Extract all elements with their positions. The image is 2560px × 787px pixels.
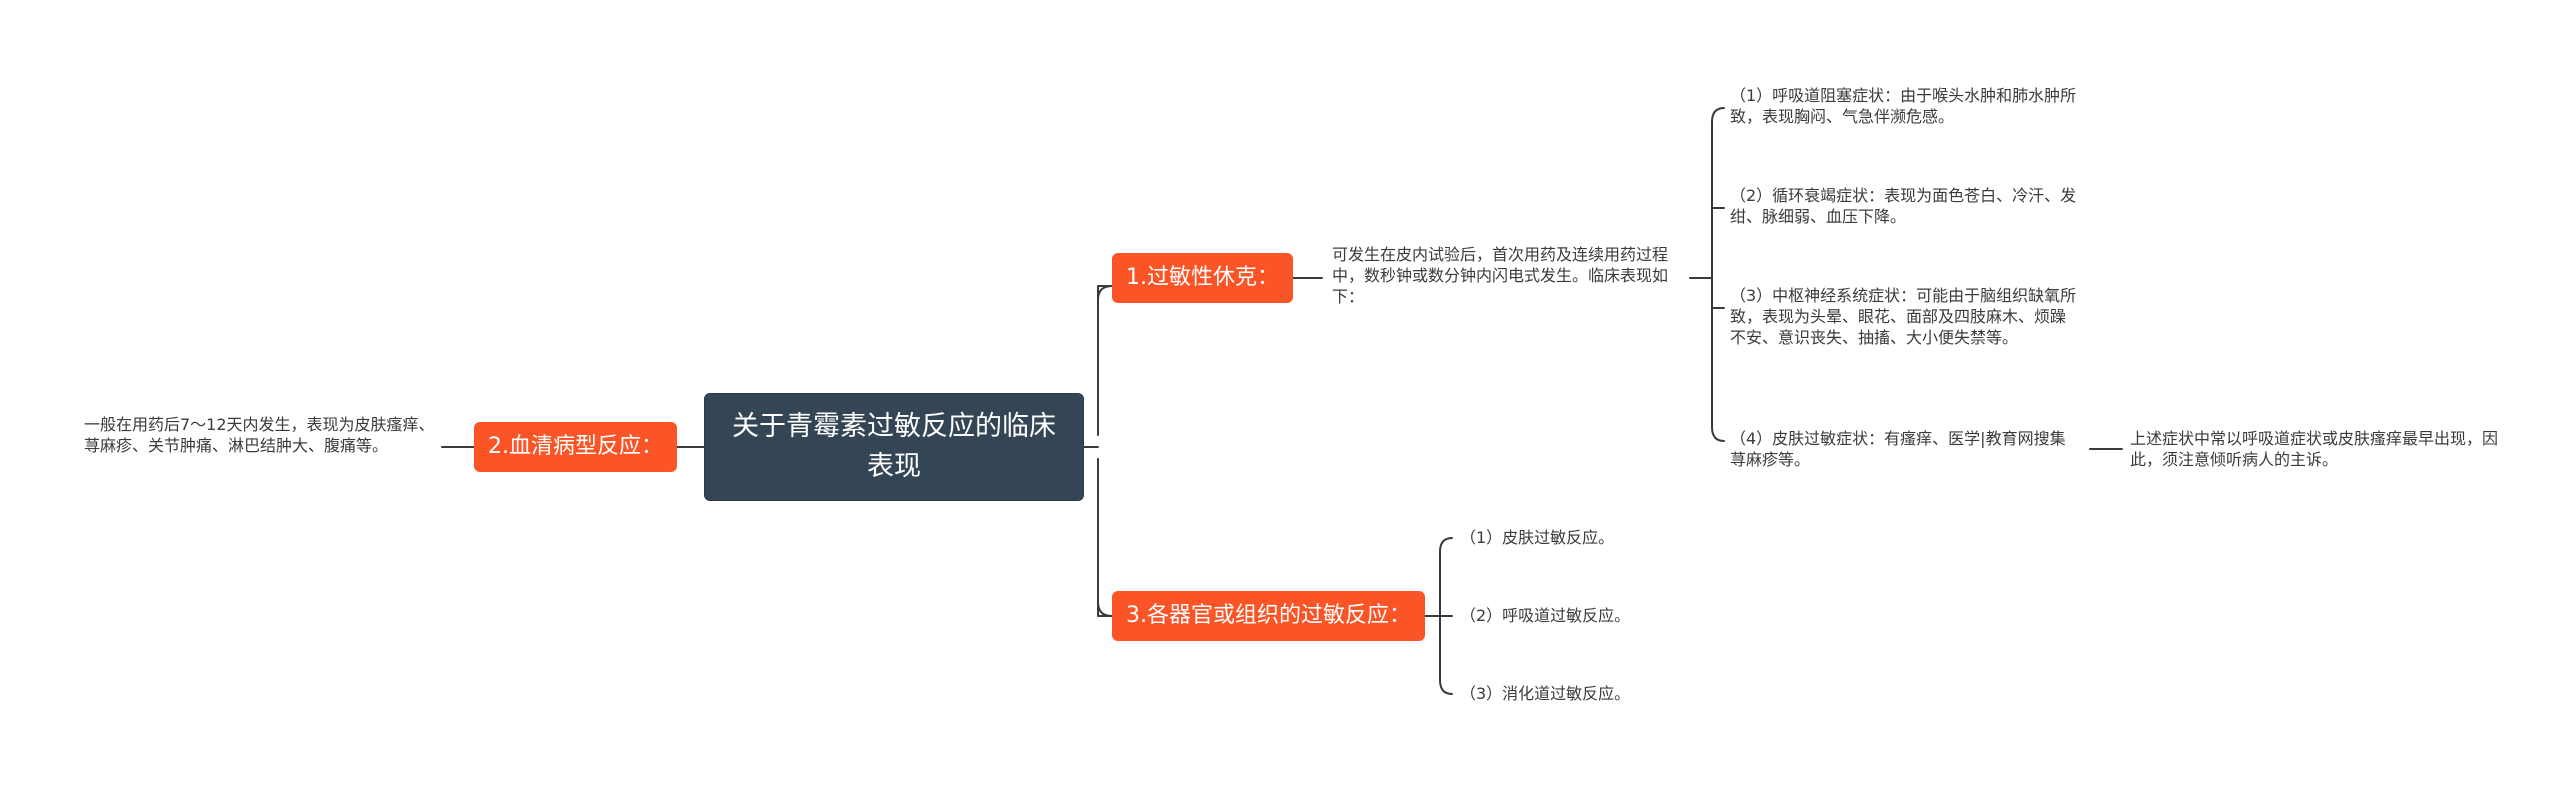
connector-to-branch1 bbox=[1097, 285, 1113, 436]
branch-organ-allergy[interactable]: 3.各器官或组织的过敏反应： bbox=[1112, 591, 1425, 641]
branch-anaphylactic-shock-label: 1.过敏性休克： bbox=[1126, 265, 1279, 290]
connector-to-branch3 bbox=[1097, 458, 1113, 617]
symptom-skin[interactable]: （4）皮肤过敏症状：有瘙痒、医学|教育网搜集荨麻疹等。 bbox=[1730, 428, 2080, 470]
symptom-circulatory-text: （2）循环衰竭症状：表现为面色苍白、冷汗、发绀、脉细弱、血压下降。 bbox=[1730, 186, 2077, 226]
anaphylactic-shock-detail[interactable]: 可发生在皮内试验后，首次用药及连续用药过程中，数秒钟或数分钟内闪电式发生。临床表… bbox=[1332, 244, 1684, 307]
symptom-cns[interactable]: （3）中枢神经系统症状：可能由于脑组织缺氧所致，表现为头晕、眼花、面部及四肢麻木… bbox=[1730, 285, 2080, 348]
branch-anaphylactic-shock[interactable]: 1.过敏性休克： bbox=[1112, 253, 1293, 303]
symptom-respiratory[interactable]: （1）呼吸道阻塞症状：由于喉头水肿和肺水肿所致，表现胸闷、气急伴濒危感。 bbox=[1730, 85, 2080, 127]
organ-allergy-skin[interactable]: （1）皮肤过敏反应。 bbox=[1460, 527, 1720, 548]
organ-allergy-digestive-text: （3）消化道过敏反应。 bbox=[1460, 684, 1631, 703]
root-topic-label: 关于青霉素过敏反应的临床表现 bbox=[732, 411, 1056, 482]
symptom-skin-text: （4）皮肤过敏症状：有瘙痒、医学|教育网搜集荨麻疹等。 bbox=[1730, 429, 2066, 469]
organ-allergy-skin-text: （1）皮肤过敏反应。 bbox=[1460, 528, 1615, 547]
branch-serum-sickness[interactable]: 2.血清病型反应： bbox=[474, 422, 677, 472]
organ-allergy-respiratory[interactable]: （2）呼吸道过敏反应。 bbox=[1460, 605, 1720, 626]
symptom-note[interactable]: 上述症状中常以呼吸道症状或皮肤瘙痒最早出现，因此，须注意倾听病人的主诉。 bbox=[2130, 428, 2500, 470]
connector-items-bracket bbox=[1711, 107, 1725, 442]
branch-serum-sickness-label: 2.血清病型反应： bbox=[488, 434, 663, 459]
serum-sickness-detail-text: 一般在用药后7～12天内发生，表现为皮肤瘙痒、荨麻疹、关节肿痛、淋巴结肿大、腹痛… bbox=[84, 415, 435, 455]
symptom-note-text: 上述症状中常以呼吸道症状或皮肤瘙痒最早出现，因此，须注意倾听病人的主诉。 bbox=[2130, 429, 2499, 469]
organ-allergy-digestive[interactable]: （3）消化道过敏反应。 bbox=[1460, 683, 1720, 704]
branch-organ-allergy-label: 3.各器官或组织的过敏反应： bbox=[1126, 603, 1411, 628]
connector-trunk-curves bbox=[1097, 285, 1113, 617]
organ-allergy-respiratory-text: （2）呼吸道过敏反应。 bbox=[1460, 606, 1631, 625]
symptom-respiratory-text: （1）呼吸道阻塞症状：由于喉头水肿和肺水肿所致，表现胸闷、气急伴濒危感。 bbox=[1730, 86, 2077, 126]
root-topic[interactable]: 关于青霉素过敏反应的临床表现 bbox=[704, 393, 1084, 501]
symptom-cns-text: （3）中枢神经系统症状：可能由于脑组织缺氧所致，表现为头晕、眼花、面部及四肢麻木… bbox=[1730, 286, 2077, 347]
symptom-circulatory[interactable]: （2）循环衰竭症状：表现为面色苍白、冷汗、发绀、脉细弱、血压下降。 bbox=[1730, 185, 2080, 227]
anaphylactic-shock-detail-text: 可发生在皮内试验后，首次用药及连续用药过程中，数秒钟或数分钟内闪电式发生。临床表… bbox=[1332, 245, 1669, 306]
serum-sickness-detail[interactable]: 一般在用药后7～12天内发生，表现为皮肤瘙痒、荨麻疹、关节肿痛、淋巴结肿大、腹痛… bbox=[84, 414, 436, 456]
